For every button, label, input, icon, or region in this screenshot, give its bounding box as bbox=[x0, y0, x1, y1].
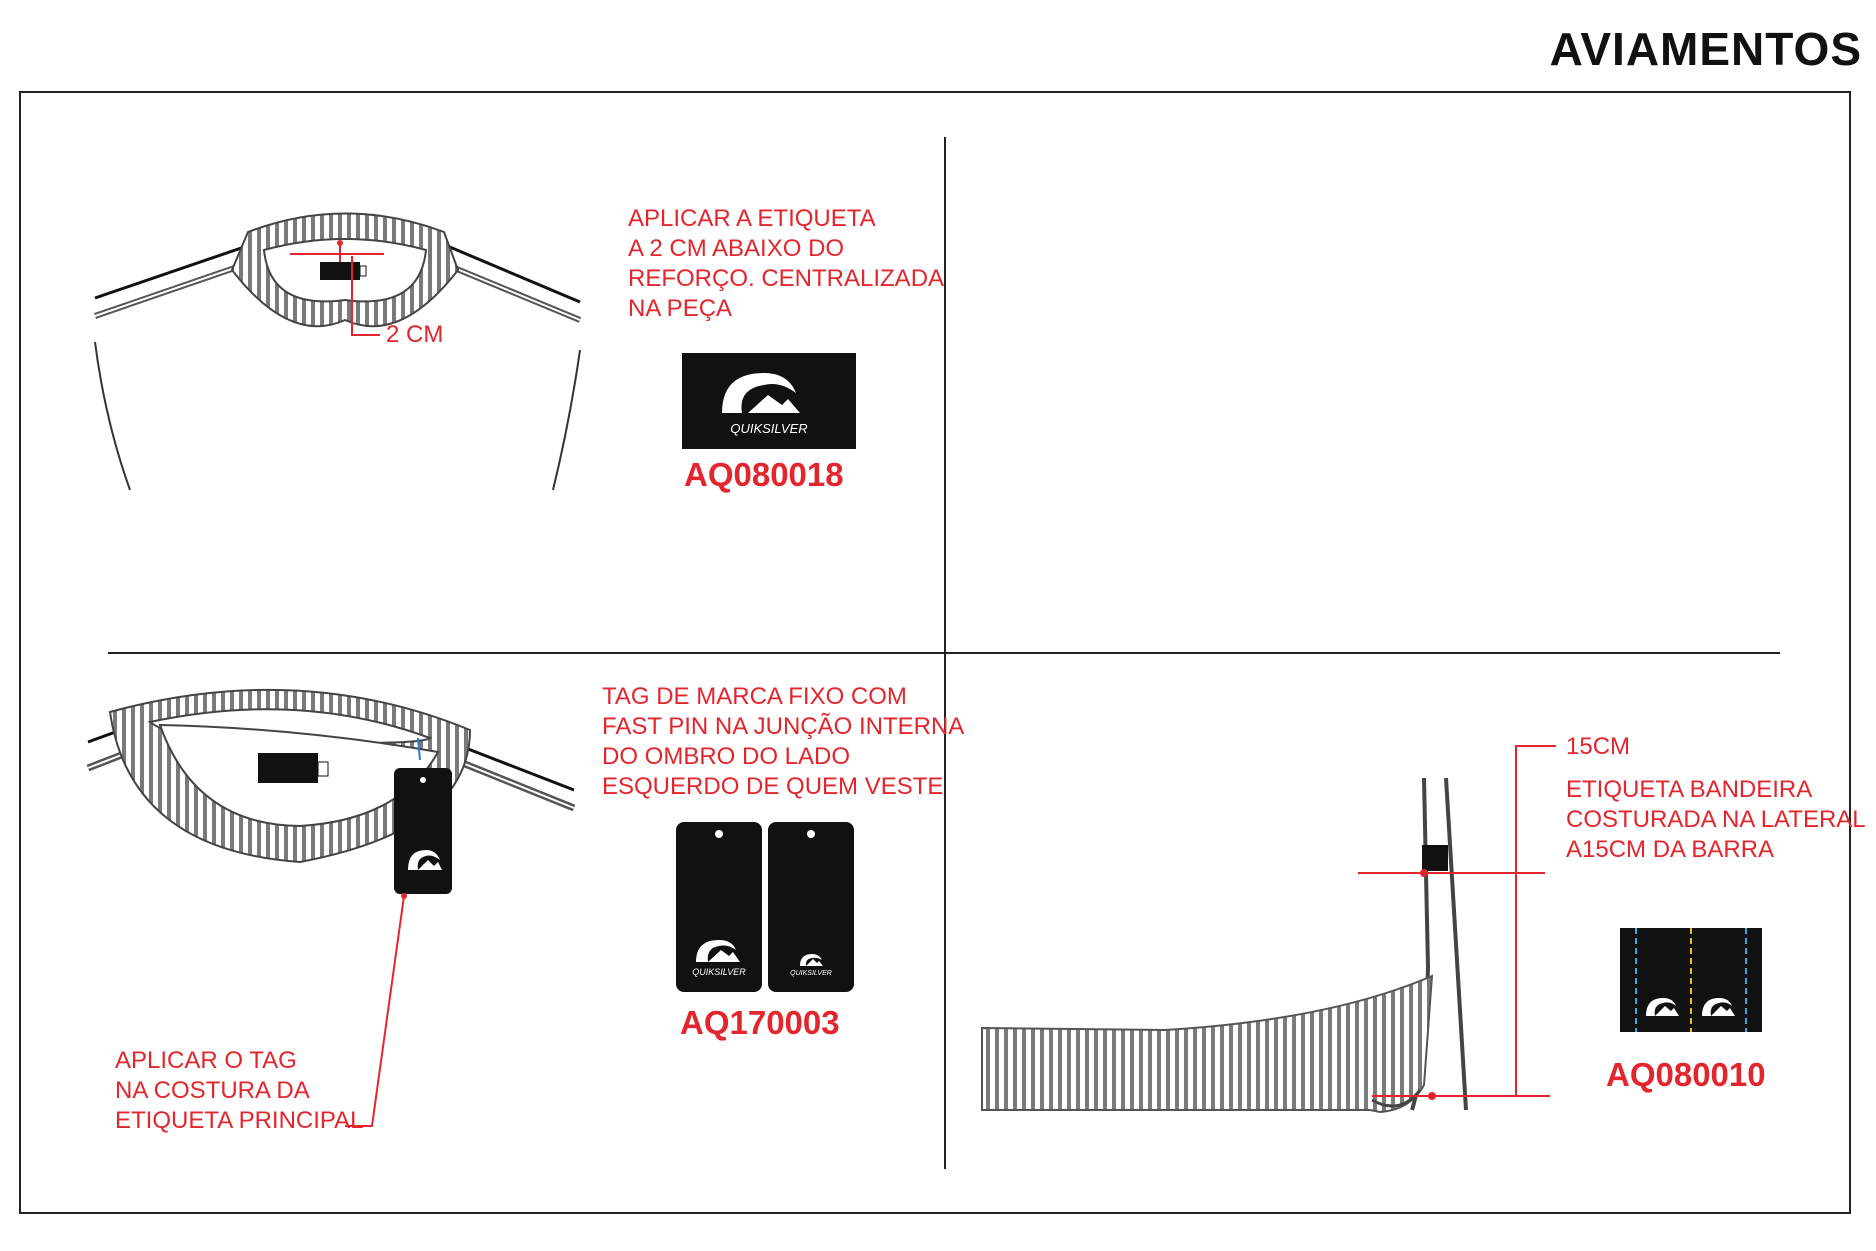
instruction-line: DO OMBRO DO LADO bbox=[602, 743, 851, 770]
instruction-line: TAG DE MARCA FIXO COM bbox=[602, 683, 907, 710]
neck-label-code: AQ080018 bbox=[684, 456, 844, 493]
hang-tag-front: QUIKSILVER bbox=[676, 822, 762, 992]
quiksilver-logo-icon bbox=[800, 954, 823, 966]
hang-tag-note: APLICAR O TAG NA COSTURA DA ETIQUETA PRI… bbox=[115, 1046, 364, 1136]
flag-measure-label: 15CM bbox=[1566, 733, 1631, 760]
quiksilver-logo-icon bbox=[696, 940, 740, 962]
flag-label-instructions: ETIQUETA BANDEIRA COSTURADA NA LATERAL A… bbox=[1566, 775, 1866, 865]
instruction-line: FAST PIN NA JUNÇÃO INTERNA bbox=[602, 713, 965, 740]
instruction-line: A 2 CM ABAIXO DO bbox=[628, 235, 845, 262]
instruction-line: REFORÇO. CENTRALIZADA bbox=[628, 265, 945, 292]
page-title: AVIAMENTOS bbox=[1549, 23, 1862, 75]
neck-label-instructions: APLICAR A ETIQUETA A 2 CM ABAIXO DO REFO… bbox=[628, 204, 944, 324]
hang-tag-instructions: TAG DE MARCA FIXO COM FAST PIN NA JUNÇÃO… bbox=[602, 682, 964, 802]
flag-label-sample bbox=[1620, 928, 1762, 1032]
note-line: APLICAR O TAG bbox=[115, 1047, 297, 1074]
hang-tag-code: AQ170003 bbox=[680, 1004, 840, 1041]
instruction-line: ETIQUETA BANDEIRA bbox=[1566, 776, 1813, 803]
instruction-line: COSTURADA NA LATERAL bbox=[1566, 806, 1866, 833]
flag-label-code: AQ080010 bbox=[1606, 1056, 1766, 1093]
quiksilver-logo-icon bbox=[1702, 998, 1735, 1016]
tag-logo-text: QUIKSILVER bbox=[692, 967, 746, 977]
main-label-sample: QUIKSILVER bbox=[682, 353, 856, 449]
document-frame bbox=[19, 91, 1851, 1214]
quiksilver-logo-icon bbox=[1646, 998, 1679, 1016]
note-line: NA COSTURA DA bbox=[115, 1077, 310, 1104]
neck-measure-label: 2 CM bbox=[386, 321, 444, 348]
instruction-line: A15CM DA BARRA bbox=[1566, 836, 1775, 863]
tag-back-logo-text: QUIKSILVER bbox=[790, 970, 832, 977]
instruction-line: NA PEÇA bbox=[628, 295, 733, 322]
horizontal-divider bbox=[108, 652, 1780, 654]
note-line: ETIQUETA PRINCIPAL bbox=[115, 1107, 364, 1134]
instruction-line: APLICAR A ETIQUETA bbox=[628, 205, 876, 232]
hang-tag-back: QUIKSILVER bbox=[768, 822, 854, 992]
hang-tag-sample: QUIKSILVER QUIKSILVER bbox=[676, 822, 854, 992]
quiksilver-logo-icon bbox=[722, 373, 800, 413]
label-logo-text: QUIKSILVER bbox=[730, 421, 807, 436]
instruction-line: ESQUERDO DE QUEM VESTE bbox=[602, 773, 944, 800]
